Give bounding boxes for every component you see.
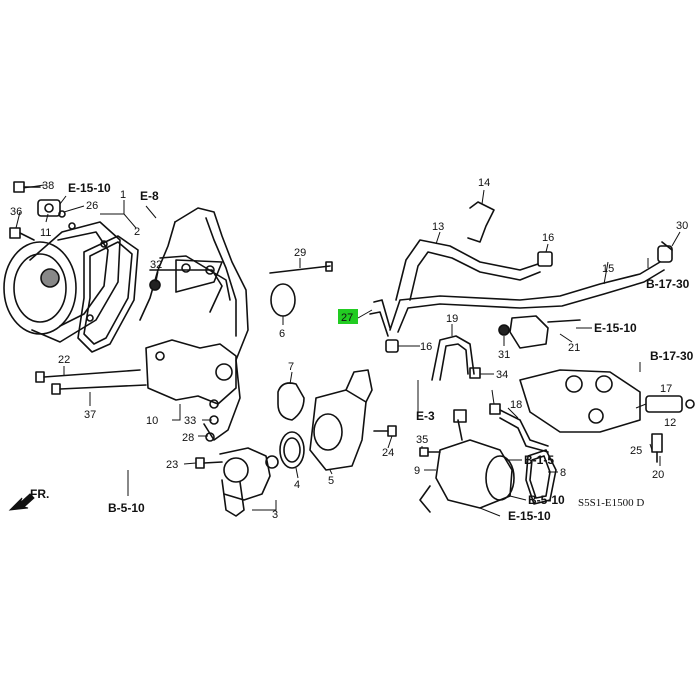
hose-27 [369,299,391,337]
part-label: 17 [660,383,672,395]
stud-29 [269,261,333,274]
section-ref: B-5-10 [108,501,145,515]
part-label: 25 [630,445,642,457]
part-label: 16 [542,232,554,244]
leader-lines [15,184,681,517]
section-ref: E-15-10 [594,321,637,335]
part-label: 6 [279,328,285,340]
part-label: 22 [58,354,70,366]
o-ring-6 [270,283,296,317]
nut-31 [498,324,510,336]
pipe-15 [389,261,665,333]
bracket-14 [467,201,495,243]
sensor-20 [651,433,663,463]
part-label: 1 [120,189,126,201]
part-label: 2 [134,226,140,238]
gasket-7 [277,382,305,421]
section-ref: E-3 [416,409,435,423]
part-label: 31 [498,349,510,361]
part-label: 35 [416,434,428,446]
part-label: 5 [328,475,334,487]
part-label: 30 [676,220,688,232]
part-label: 15 [602,263,614,275]
part-label: 11 [40,227,51,239]
hose-13 [395,239,541,301]
water-pump [3,221,121,343]
part-label: 26 [86,200,98,212]
part-label: 33 [184,415,196,427]
bolt-37 [51,383,147,395]
part-label: 23 [166,459,178,471]
sensor-12 [645,395,695,413]
part-label: 36 [10,206,22,218]
part-label: 37 [84,409,96,421]
section-ref: B-5-10 [528,493,565,507]
bolt-38 [13,181,41,193]
timing-case [139,207,249,441]
part-label: 21 [568,342,580,354]
part-label: 38 [42,180,54,192]
section-ref: E-15-10 [68,181,111,195]
part-label: 32 [150,259,162,271]
section-ref: B-1-5 [524,453,554,467]
part-label: 16 [420,341,432,353]
hose-19 [431,335,475,381]
engine-block-right [519,369,641,433]
bolt-24 [373,425,397,437]
pump-gasket [77,235,139,353]
bolt-36 [9,227,35,241]
part-label: 29 [294,247,306,259]
section-ref: E-15-10 [508,509,551,523]
section-ref: E-8 [140,189,159,203]
part-label: 34 [496,369,508,381]
diagram-code: S5S1-E1500 D [578,497,644,509]
thermostat-cover [219,447,279,517]
part-label: 27 [341,312,353,324]
gasket-8 [525,449,557,505]
direction-label: FR. [30,487,49,501]
part-label: 9 [414,465,420,477]
part-label: 12 [664,417,676,429]
part-label: 24 [382,447,394,459]
pulley-11 [37,199,66,218]
bolt-35 [419,447,441,457]
part-label: 8 [560,467,566,479]
part-label: 14 [478,177,490,189]
o-ring-4 [279,431,305,469]
hose-18 [499,409,549,453]
bracket-21 [509,315,581,349]
part-label: 10 [146,415,158,427]
part-label: 19 [446,313,458,325]
section-ref: B-17-30 [646,277,690,291]
part-label: 13 [432,221,444,233]
part-label: 4 [294,479,300,491]
connector-30 [657,241,673,263]
bracket [145,259,237,409]
section-refs: E-15-10 E-8 B-17-30 E-15-10 B-17-30 E-3 … [68,181,694,523]
section-ref: B-17-30 [650,349,694,363]
part-label: 28 [182,432,194,444]
part-labels: 38 36 11 26 1 2 32 29 6 7 22 37 10 33 28… [10,177,688,521]
part-label: 7 [288,361,294,373]
part-label: 18 [510,399,522,411]
bolt-22 [35,369,141,383]
water-outlet-5 [309,369,373,471]
water-passage-9 [419,409,515,513]
bolt-23 [195,457,223,469]
part-label: 20 [652,469,664,481]
clamp-34 [469,367,501,415]
bolt-32 [149,279,161,291]
highlight-box [338,309,358,324]
part-label: 3 [272,509,278,521]
front-direction-icon: FR. [8,487,49,511]
